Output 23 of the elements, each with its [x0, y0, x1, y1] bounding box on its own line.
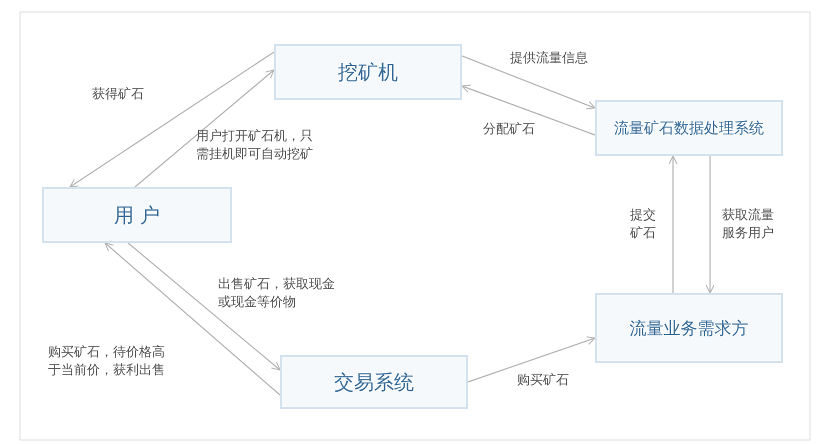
process-box: 流量矿石数据处理系统 — [595, 100, 783, 156]
edge-label: 用户打开矿石机，只需挂机即可自动挖矿 — [196, 128, 314, 164]
arrow — [462, 55, 596, 110]
arrow — [668, 156, 678, 293]
arrow — [104, 242, 280, 396]
process-box: 挖矿机 — [274, 44, 462, 100]
edge-label: 分配矿石 — [483, 121, 536, 139]
edge-label: 获得矿石 — [92, 86, 145, 104]
arrow — [134, 69, 274, 188]
arrow — [69, 52, 274, 188]
arrow — [462, 84, 596, 136]
edge-label: 获取流量服务用户 — [722, 207, 775, 243]
arrow — [128, 242, 280, 370]
arrow — [706, 156, 715, 294]
process-box: 用 户 — [42, 187, 232, 243]
edge-label: 出售矿石，获取现金或现金等价物 — [218, 276, 336, 312]
process-box: 流量业务需求方 — [595, 293, 783, 363]
edge-label: 购买矿石，待价格高于当前价，获利出售 — [48, 344, 166, 380]
edge-label: 购买矿石 — [517, 372, 570, 390]
process-box: 交易系统 — [280, 355, 468, 409]
arrow — [468, 336, 596, 383]
edge-label: 提交矿石 — [630, 207, 657, 243]
edge-label: 提供流量信息 — [510, 50, 589, 68]
